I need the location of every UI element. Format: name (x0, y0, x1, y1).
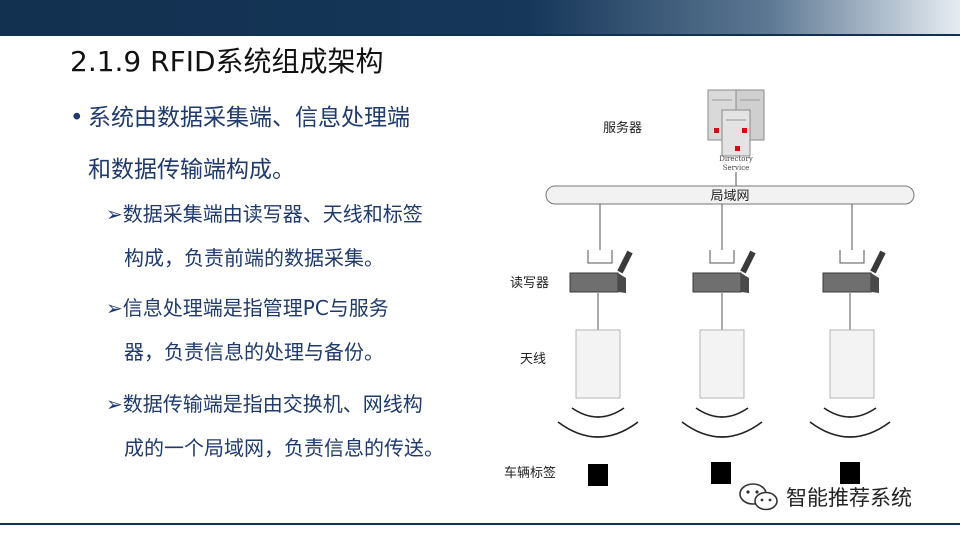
vehicle-tag (588, 464, 608, 486)
subpoint-line2: 成的一个局域网，负责信息的传送。 (124, 436, 444, 460)
arrow-bullet-icon: ➢ (106, 392, 123, 416)
reader-device (692, 250, 756, 293)
subpoint-collection: ➢数据采集端由读写器、天线和标签 构成，负责前端的数据采集。 (106, 192, 423, 280)
reader-device (822, 250, 886, 293)
radio-wave (557, 407, 639, 438)
footer-divider (0, 523, 960, 525)
antenna-panel (699, 329, 745, 399)
lan-bus (545, 185, 915, 205)
antenna-panel (575, 329, 621, 399)
radio-wave (809, 407, 891, 438)
server-caption-service: Service (723, 164, 750, 172)
arrow-bullet-icon: ➢ (106, 296, 123, 320)
vehicle-tag (711, 462, 731, 484)
arrow-bullet-icon: ➢ (106, 202, 123, 226)
server-label: 服务器 (603, 120, 642, 136)
watermark: 智能推荐系统 (738, 480, 938, 514)
subpoint-line1: 数据传输端是指由交换机、网线构 (122, 392, 423, 416)
header-divider (0, 34, 960, 36)
main-bullet-line1: 系统由数据采集端、信息处理端 (88, 105, 410, 131)
antenna-label: 天线 (520, 352, 546, 367)
vehicle-tag (840, 462, 860, 484)
reader-device (569, 250, 633, 293)
subpoint-line1: 数据采集端由读写器、天线和标签 (122, 202, 423, 226)
wechat-icon (739, 483, 778, 511)
slide-title: 2.1.9 RFID系统组成架构 (70, 45, 384, 78)
tag-label: 车辆标签 (504, 465, 556, 481)
reader-label: 读写器 (510, 276, 549, 291)
main-bullet: •系统由数据采集端、信息处理端 和数据传输端构成。 (70, 92, 410, 196)
radio-wave (681, 407, 763, 438)
subpoint-processing: ➢信息处理端是指管理PC与服务 器，负责信息的处理与备份。 (106, 286, 389, 374)
header-bar (0, 0, 960, 34)
server-caption-directory: Directory (719, 155, 753, 163)
main-bullet-line2: 和数据传输端构成。 (88, 157, 295, 183)
rfid-architecture-diagram: 服务器 Directory Service 局域网 读写器 天线 (504, 89, 915, 486)
subpoint-line2: 构成，负责前端的数据采集。 (124, 246, 384, 270)
subpoint-transmission: ➢数据传输端是指由交换机、网线构 成的一个局域网，负责信息的传送。 (106, 382, 444, 470)
antenna-panel (829, 329, 875, 399)
bullet-dot: • (70, 105, 84, 131)
subpoint-line1: 信息处理端是指管理PC与服务 (122, 296, 389, 320)
watermark-text: 智能推荐系统 (786, 486, 912, 510)
subpoint-line2: 器，负责信息的处理与备份。 (124, 340, 384, 364)
server-icon (707, 89, 765, 157)
lan-label: 局域网 (710, 189, 749, 204)
